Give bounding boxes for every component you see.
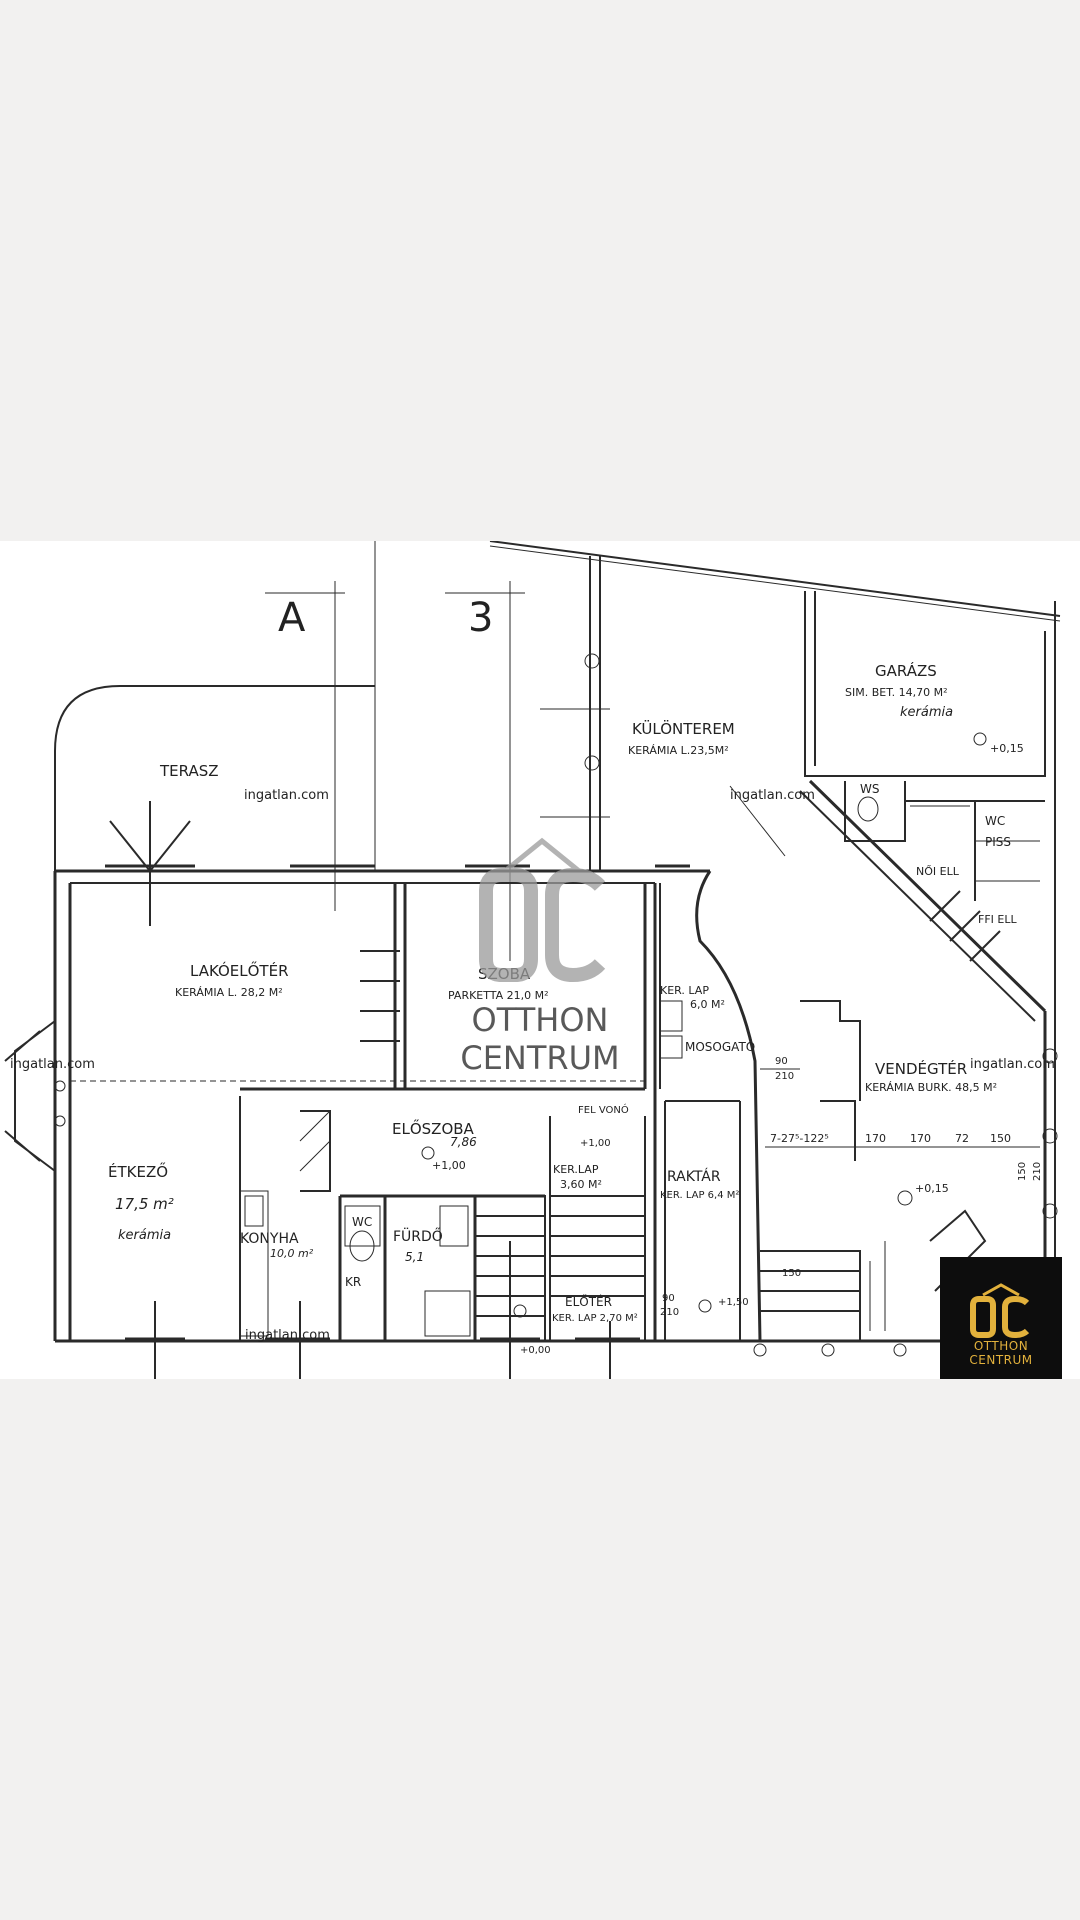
- watermark-site-4: ingatlan.com: [970, 1057, 1055, 1072]
- dim-90a: 90: [775, 1056, 788, 1067]
- section-mark-a: A: [278, 595, 306, 641]
- level-entry: +0,00: [520, 1345, 551, 1356]
- dim-210b: 210: [775, 1071, 794, 1082]
- oc-logo-icon: [970, 1283, 1030, 1339]
- dim-chain: 7-27⁵-122⁵: [770, 1132, 829, 1145]
- watermark-line2: CENTRUM: [460, 1039, 619, 1077]
- room-kulonterem-area: KERÁMIA L.23,5M²: [628, 744, 729, 757]
- room-piss: PISS: [985, 835, 1011, 849]
- dim-170b: 170: [910, 1132, 931, 1145]
- logo-line1: OTTHON: [973, 1339, 1029, 1353]
- room-szoba-area: PARKETTA 21,0 M²: [448, 989, 549, 1002]
- dim-72: 72: [955, 1132, 969, 1145]
- room-etkezo-note: kerámia: [118, 1228, 171, 1243]
- room-etkezo: ÉTKEZŐ: [108, 1161, 168, 1181]
- watermark-site-2: ingatlan.com: [730, 788, 815, 803]
- room-garazs-note: kerámia: [900, 705, 953, 720]
- level-eloszoba: +1,00: [432, 1159, 466, 1172]
- room-ker-lap-area: 6,0 M²: [690, 998, 725, 1011]
- room-vendegter: VENDÉGTÉR: [875, 1059, 967, 1078]
- level-stair: +1,00: [580, 1138, 611, 1149]
- room-ffi-wc: WC: [985, 814, 1005, 828]
- room-garazs: GARÁZS: [875, 661, 937, 680]
- room-raktar-area: KER. LAP 6,4 M²: [660, 1190, 739, 1201]
- room-etkezo-area: 17,5 m²: [115, 1195, 174, 1213]
- room-furdo-area: 5,1: [405, 1250, 424, 1264]
- room-fel-vono: FEL VONÓ: [578, 1103, 629, 1116]
- room-eloter-area: KER. LAP 2,70 M²: [552, 1313, 638, 1324]
- room-eloszoba: ELŐSZOBA: [392, 1118, 475, 1138]
- section-mark-3: 3: [468, 595, 493, 641]
- watermark-line1: OTTHON: [472, 1001, 609, 1039]
- room-ker-lap: KER. LAP: [660, 984, 709, 997]
- room-konyha-area: 10,0 m²: [270, 1247, 314, 1260]
- dim-90b: 90: [662, 1293, 675, 1304]
- room-lakoeloter: LAKÓELŐTÉR: [190, 960, 289, 980]
- watermark-site-3: ingatlan.com: [10, 1057, 95, 1072]
- dim-150a: 150: [990, 1132, 1011, 1145]
- dim-stair: 150: [782, 1268, 801, 1279]
- logo-line2: CENTRUM: [969, 1353, 1033, 1367]
- dim-210a: 210: [1032, 1162, 1043, 1181]
- otthon-centrum-logo: OTTHON CENTRUM: [940, 1257, 1062, 1379]
- room-wc: WC: [352, 1215, 372, 1229]
- watermark-site-5: ingatlan.com: [245, 1328, 330, 1343]
- room-vendegter-area: KERÁMIA BURK. 48,5 M²: [865, 1081, 997, 1094]
- level-vendegter: +0,15: [915, 1182, 949, 1195]
- room-kerlap-stair: KER.LAP: [553, 1163, 599, 1176]
- dim-150b: 150: [1017, 1162, 1028, 1181]
- room-terasz: TERASZ: [159, 762, 219, 780]
- room-mosogato: MOSOGATÓ: [685, 1039, 755, 1054]
- room-raktar: RAKTÁR: [667, 1168, 721, 1185]
- room-konyha: KONYHA: [240, 1231, 299, 1247]
- room-eloszoba-area: 7,86: [450, 1135, 477, 1149]
- level-raktar: +1,50: [718, 1297, 749, 1308]
- room-garazs-area: SIM. BET. 14,70 M²: [845, 686, 948, 699]
- center-watermark: OTTHON CENTRUM: [460, 837, 620, 1077]
- floorplan-drawing: A 3 TERASZ: [4, 541, 1061, 1379]
- level-garazs: +0,15: [990, 742, 1024, 755]
- room-ffi-ell: FFI ELL: [978, 913, 1017, 926]
- room-lakoeloter-area: KERÁMIA L. 28,2 M²: [175, 986, 283, 999]
- floorplan-image: A 3 TERASZ: [0, 541, 1080, 1379]
- room-kulonterem: KÜLÖNTEREM: [632, 719, 735, 738]
- room-furdo: FÜRDŐ: [393, 1227, 443, 1245]
- room-noi-ell: NŐI ELL: [916, 864, 960, 878]
- room-kerlap-stair-area: 3,60 M²: [560, 1178, 602, 1191]
- room-kr: KR: [345, 1275, 361, 1289]
- dim-170a: 170: [865, 1132, 886, 1145]
- room-eloter: ELŐTÉR: [565, 1294, 612, 1309]
- dim-210c: 210: [660, 1307, 679, 1318]
- room-ws: WS: [860, 782, 879, 796]
- watermark-site-1: ingatlan.com: [244, 788, 329, 803]
